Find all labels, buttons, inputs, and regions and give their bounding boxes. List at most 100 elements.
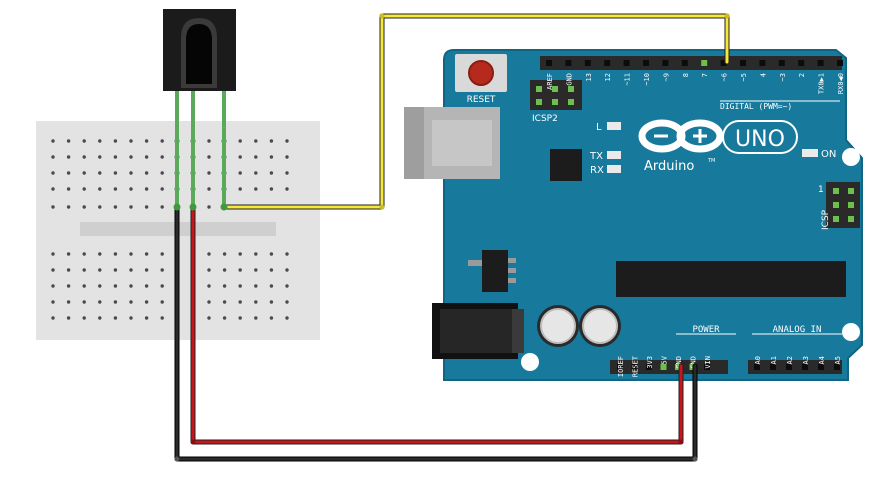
breadboard-hole [129, 284, 133, 288]
breadboard-hole [238, 316, 242, 320]
breadboard-hole [144, 252, 149, 256]
breadboard-hole [254, 252, 258, 256]
wire-bend [379, 204, 385, 210]
breadboard-hole [238, 139, 242, 143]
pin-label: A3 [802, 356, 810, 364]
icsp-header [826, 182, 860, 228]
breadboard-hole [285, 171, 289, 175]
wires [174, 13, 730, 462]
pin-label: ~9 [662, 73, 670, 81]
pin-label: RESET [632, 355, 640, 377]
ground-wire [175, 205, 697, 461]
header-pin [604, 60, 611, 66]
breadboard-hole [98, 268, 102, 272]
led-rx [607, 165, 621, 173]
header-pin [662, 60, 669, 66]
breadboard-hole [66, 171, 71, 175]
breadboard-hole [254, 300, 258, 304]
breadboard-hole [82, 171, 86, 175]
breadboard-hole [222, 316, 227, 320]
regulator-pin [468, 260, 482, 266]
header-pin [617, 364, 623, 370]
breadboard-hole [144, 205, 149, 209]
breadboard-hole [285, 139, 289, 143]
header-pin [623, 60, 630, 66]
digital-header [540, 56, 842, 70]
capacitor-left [537, 305, 579, 347]
icsp2-pin [536, 86, 542, 92]
wire-end [173, 203, 181, 211]
breadboard-hole [269, 155, 274, 159]
mounting-hole [842, 323, 860, 341]
breadboard-hole [82, 300, 86, 304]
analog-label: ANALOG IN [773, 325, 822, 335]
breadboard-hole [269, 316, 274, 320]
header-pin [584, 60, 591, 66]
breadboard-hole [51, 284, 55, 288]
breadboard-hole [129, 300, 133, 304]
pin-label: 7 [701, 73, 709, 77]
breadboard-hole [144, 139, 149, 143]
pin-label: ~5 [740, 73, 748, 81]
logo-right-loop [676, 119, 724, 153]
regulator-pin [508, 258, 516, 263]
breadboard-hole [129, 268, 133, 272]
breadboard-hole [66, 205, 71, 209]
breadboard-hole [113, 268, 118, 272]
pin-label: ~11 [624, 73, 632, 86]
header-pin [754, 364, 760, 370]
icsp-pin [833, 202, 839, 208]
breadboard-hole [51, 155, 55, 159]
ir-receiver-dome [186, 24, 212, 84]
breadboard-hole [269, 252, 274, 256]
breadboard-hole [222, 252, 227, 256]
capacitor-top [582, 308, 618, 344]
icsp2-header [530, 80, 582, 110]
pin-label: TX0▶1 [818, 73, 826, 94]
header-pin [778, 60, 785, 66]
regulator-pin [508, 268, 516, 273]
led-tx-label: TX [589, 151, 603, 162]
breadboard-hole [113, 139, 118, 143]
breadboard-hole [129, 139, 133, 143]
breadboard-hole [207, 205, 211, 209]
breadboard-hole [207, 300, 211, 304]
led-l-label: L [596, 122, 602, 133]
breadboard-hole [82, 268, 86, 272]
breadboard-hole [98, 205, 102, 209]
icsp-pin [848, 202, 854, 208]
wire-bend [678, 439, 684, 445]
icsp2-pin [568, 86, 574, 92]
breadboard-hole [160, 155, 164, 159]
breadboard-hole [269, 139, 274, 143]
breadboard-hole [113, 155, 118, 159]
led-tx [607, 151, 621, 159]
header-pin [720, 60, 727, 66]
breadboard-hole [222, 284, 227, 288]
breadboard-hole [160, 139, 164, 143]
icsp-pin [833, 188, 839, 194]
header-pin [802, 364, 808, 370]
breadboard-hole [113, 187, 118, 191]
breadboard-hole [82, 316, 86, 320]
breadboard-hole [238, 268, 242, 272]
header-pin [770, 364, 776, 370]
dc-jack-rim [512, 309, 524, 353]
breadboard-hole [144, 316, 149, 320]
breadboard-hole [82, 252, 86, 256]
breadboard-hole [238, 284, 242, 288]
breadboard-hole [160, 284, 164, 288]
header-pin [546, 60, 552, 66]
breadboard-hole [82, 155, 86, 159]
breadboard-hole [51, 139, 55, 143]
pin-label: 3V3 [646, 356, 654, 369]
breadboard-hole [238, 187, 242, 191]
breadboard-hole [129, 316, 133, 320]
breadboard-hole [113, 205, 118, 209]
breadboard-hole [254, 187, 258, 191]
breadboard-hole [144, 187, 149, 191]
breadboard-hole [98, 300, 102, 304]
led-on [802, 149, 818, 157]
breadboard-hole [207, 187, 211, 191]
breadboard-hole [82, 187, 86, 191]
